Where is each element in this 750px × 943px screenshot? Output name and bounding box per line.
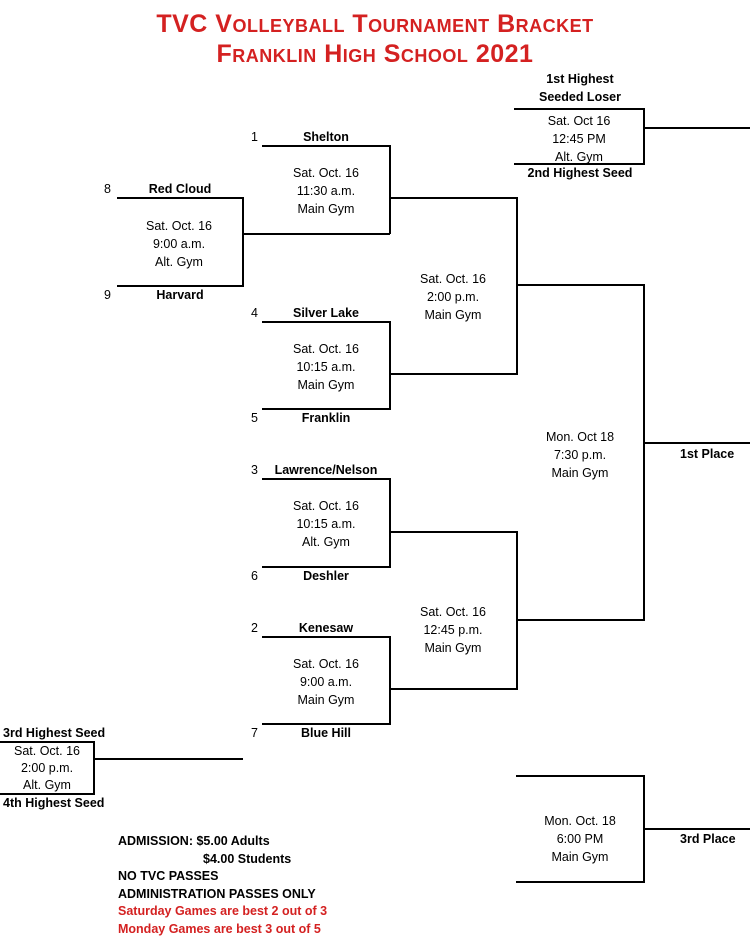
title-line-1: TVC Volleyball Tournament Bracket bbox=[156, 10, 594, 38]
seed-harvard: 9 bbox=[104, 288, 111, 302]
seed-silver-lake: 4 bbox=[251, 306, 258, 320]
line-third-place bbox=[643, 828, 750, 830]
line-semi-top-vertical bbox=[516, 197, 518, 375]
seed-deshler: 6 bbox=[251, 569, 258, 583]
no-tvc-passes: NO TVC PASSES bbox=[118, 869, 219, 884]
admission-info: ADMISSION: $5.00 Adults $4.00 Students N… bbox=[118, 833, 327, 939]
line-semi-bottom-vertical bbox=[516, 531, 518, 690]
label-fourth-highest-seed: 4th Highest Seed bbox=[3, 796, 105, 810]
line-kenesaw bbox=[262, 636, 390, 638]
team-kenesaw: Kenesaw bbox=[298, 621, 354, 635]
line-fourth-highest-seed bbox=[0, 793, 94, 795]
saturday-rule: Saturday Games are best 2 out of 3 bbox=[118, 904, 328, 919]
line-shelton-winner bbox=[389, 197, 517, 199]
administration-passes: ADMINISTRATION PASSES ONLY bbox=[118, 886, 316, 901]
line-game-red-harvard-vertical bbox=[242, 197, 244, 287]
label-first-highest: 1st Highest bbox=[546, 72, 614, 86]
label-first-place: 1st Place bbox=[680, 447, 735, 461]
admission-adults: ADMISSION: $5.00 Adults bbox=[118, 834, 270, 848]
line-first-place bbox=[643, 442, 750, 444]
team-red-cloud: Red Cloud bbox=[148, 182, 212, 196]
line-final-vertical bbox=[643, 284, 645, 621]
line-semi-bottom-winner bbox=[516, 619, 644, 621]
line-third-top bbox=[516, 775, 644, 777]
seed-lawrence-nelson: 3 bbox=[251, 463, 258, 477]
seed-franklin: 5 bbox=[251, 411, 258, 425]
title-line-2: Franklin High School 2021 bbox=[216, 40, 534, 68]
admission-students: $4.00 Students bbox=[203, 851, 292, 866]
line-consol-top-winner bbox=[643, 127, 750, 129]
team-lawrence-nelson: Lawrence/Nelson bbox=[274, 463, 378, 477]
line-silver-franklin-winner bbox=[389, 373, 517, 375]
seed-red-cloud: 8 bbox=[104, 182, 111, 196]
team-franklin: Franklin bbox=[301, 411, 351, 425]
team-shelton: Shelton bbox=[303, 130, 349, 144]
line-game-shelton-vertical bbox=[389, 145, 391, 234]
line-third-bottom bbox=[516, 881, 644, 883]
label-third-highest-seed: 3rd Highest Seed bbox=[3, 726, 106, 740]
line-red-cloud bbox=[117, 197, 243, 199]
line-game-silver-franklin-vertical bbox=[389, 321, 391, 410]
line-shelton bbox=[262, 145, 390, 147]
line-silver-lake bbox=[262, 321, 390, 323]
line-deshler bbox=[262, 566, 390, 568]
label-third-place: 3rd Place bbox=[680, 832, 736, 846]
line-blue-hill bbox=[262, 723, 390, 725]
team-harvard: Harvard bbox=[156, 288, 204, 302]
line-franklin bbox=[262, 408, 390, 410]
line-game-kenesaw-bluehill-vertical bbox=[389, 636, 391, 725]
line-consol-left-vertical bbox=[93, 741, 95, 795]
line-semi-top-winner bbox=[516, 284, 644, 286]
line-lawrence-nelson bbox=[262, 478, 390, 480]
seed-shelton: 1 bbox=[251, 130, 258, 144]
team-silver-lake: Silver Lake bbox=[292, 306, 359, 320]
line-second-highest-seed bbox=[514, 163, 644, 165]
line-harvard bbox=[117, 285, 243, 287]
line-lawrence-deshler-winner bbox=[389, 531, 517, 533]
label-second-highest-seed: 2nd Highest Seed bbox=[527, 166, 633, 180]
team-deshler: Deshler bbox=[303, 569, 349, 583]
line-red-harvard-winner bbox=[242, 233, 390, 235]
line-game-lawrence-deshler-vertical bbox=[389, 478, 391, 568]
seed-kenesaw: 2 bbox=[251, 621, 258, 635]
line-kenesaw-bluehill-winner bbox=[389, 688, 517, 690]
line-third-highest-seed bbox=[0, 741, 94, 743]
line-consol-left-winner bbox=[93, 758, 243, 760]
line-consol-top-vertical bbox=[643, 108, 645, 165]
seed-blue-hill: 7 bbox=[251, 726, 258, 740]
monday-rule: Monday Games are best 3 out of 5 bbox=[118, 921, 321, 936]
label-seeded-loser: Seeded Loser bbox=[539, 90, 621, 104]
line-first-highest-loser bbox=[514, 108, 644, 110]
team-blue-hill: Blue Hill bbox=[300, 726, 351, 740]
